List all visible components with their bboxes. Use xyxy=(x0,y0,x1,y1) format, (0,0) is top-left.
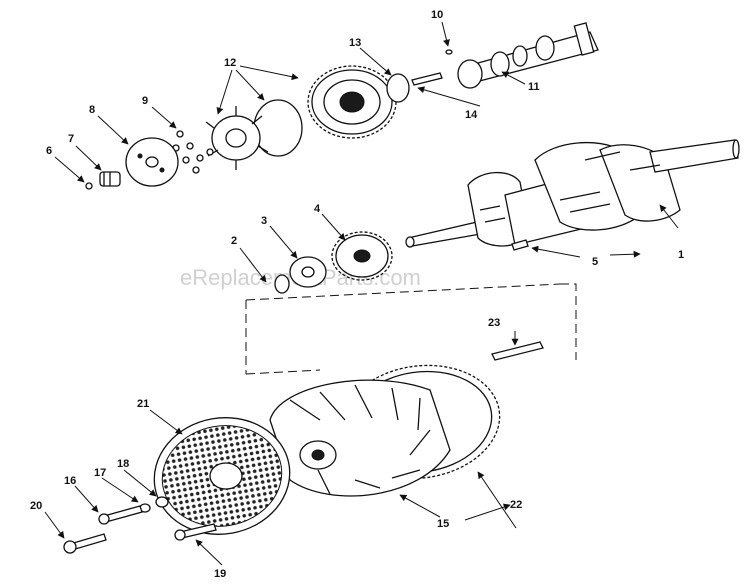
callout-23: 23 xyxy=(488,317,500,329)
callout-11: 11 xyxy=(528,81,540,93)
callout-15: 15 xyxy=(437,518,449,530)
governor-plate xyxy=(125,137,179,187)
screen-screw xyxy=(98,505,143,525)
leader-lines xyxy=(44,21,679,566)
callout-13: 13 xyxy=(349,37,361,49)
callout-8: 8 xyxy=(89,104,95,116)
crank-washer xyxy=(289,256,327,288)
camshaft xyxy=(457,22,599,89)
crankshaft xyxy=(405,139,740,248)
callout-9: 9 xyxy=(142,95,148,107)
small-washer xyxy=(85,182,93,190)
callout-labels: 1 2 3 4 5 6 7 8 9 10 11 12 13 14 15 16 1… xyxy=(30,9,684,580)
flywheel-washer xyxy=(155,496,169,508)
callout-2: 2 xyxy=(231,235,237,247)
rotating-screen xyxy=(153,417,291,535)
cam-gear xyxy=(307,65,397,139)
flywheel-bolt xyxy=(63,533,107,554)
callout-18: 18 xyxy=(117,458,129,470)
steel-balls xyxy=(172,130,214,174)
cam-pin xyxy=(445,49,453,55)
flywheel xyxy=(269,379,451,497)
cam-thrust-washer xyxy=(386,73,410,103)
governor-screw xyxy=(99,171,121,187)
callout-12: 12 xyxy=(224,57,236,69)
callout-16: 16 xyxy=(64,475,76,487)
callout-10: 10 xyxy=(431,9,443,21)
callout-20: 20 xyxy=(30,500,42,512)
flywheel-key xyxy=(491,341,544,361)
alignment-dashed-line xyxy=(245,283,577,375)
callout-14: 14 xyxy=(465,109,478,121)
crank-gear xyxy=(331,231,393,281)
callout-7: 7 xyxy=(68,133,74,145)
callout-5: 5 xyxy=(592,256,598,268)
callout-6: 6 xyxy=(46,145,52,157)
callout-21: 21 xyxy=(137,398,149,410)
crank-snap-ring xyxy=(274,274,290,294)
cam-shaft-pin xyxy=(411,72,443,86)
callout-4: 4 xyxy=(314,203,321,215)
crank-key xyxy=(511,239,529,251)
callout-1: 1 xyxy=(678,249,684,261)
callout-19: 19 xyxy=(214,568,226,580)
fan-screw xyxy=(174,523,217,541)
callout-17: 17 xyxy=(94,467,106,479)
governor-flyweights xyxy=(205,106,269,170)
callout-3: 3 xyxy=(261,215,267,227)
callout-22: 22 xyxy=(510,499,522,511)
